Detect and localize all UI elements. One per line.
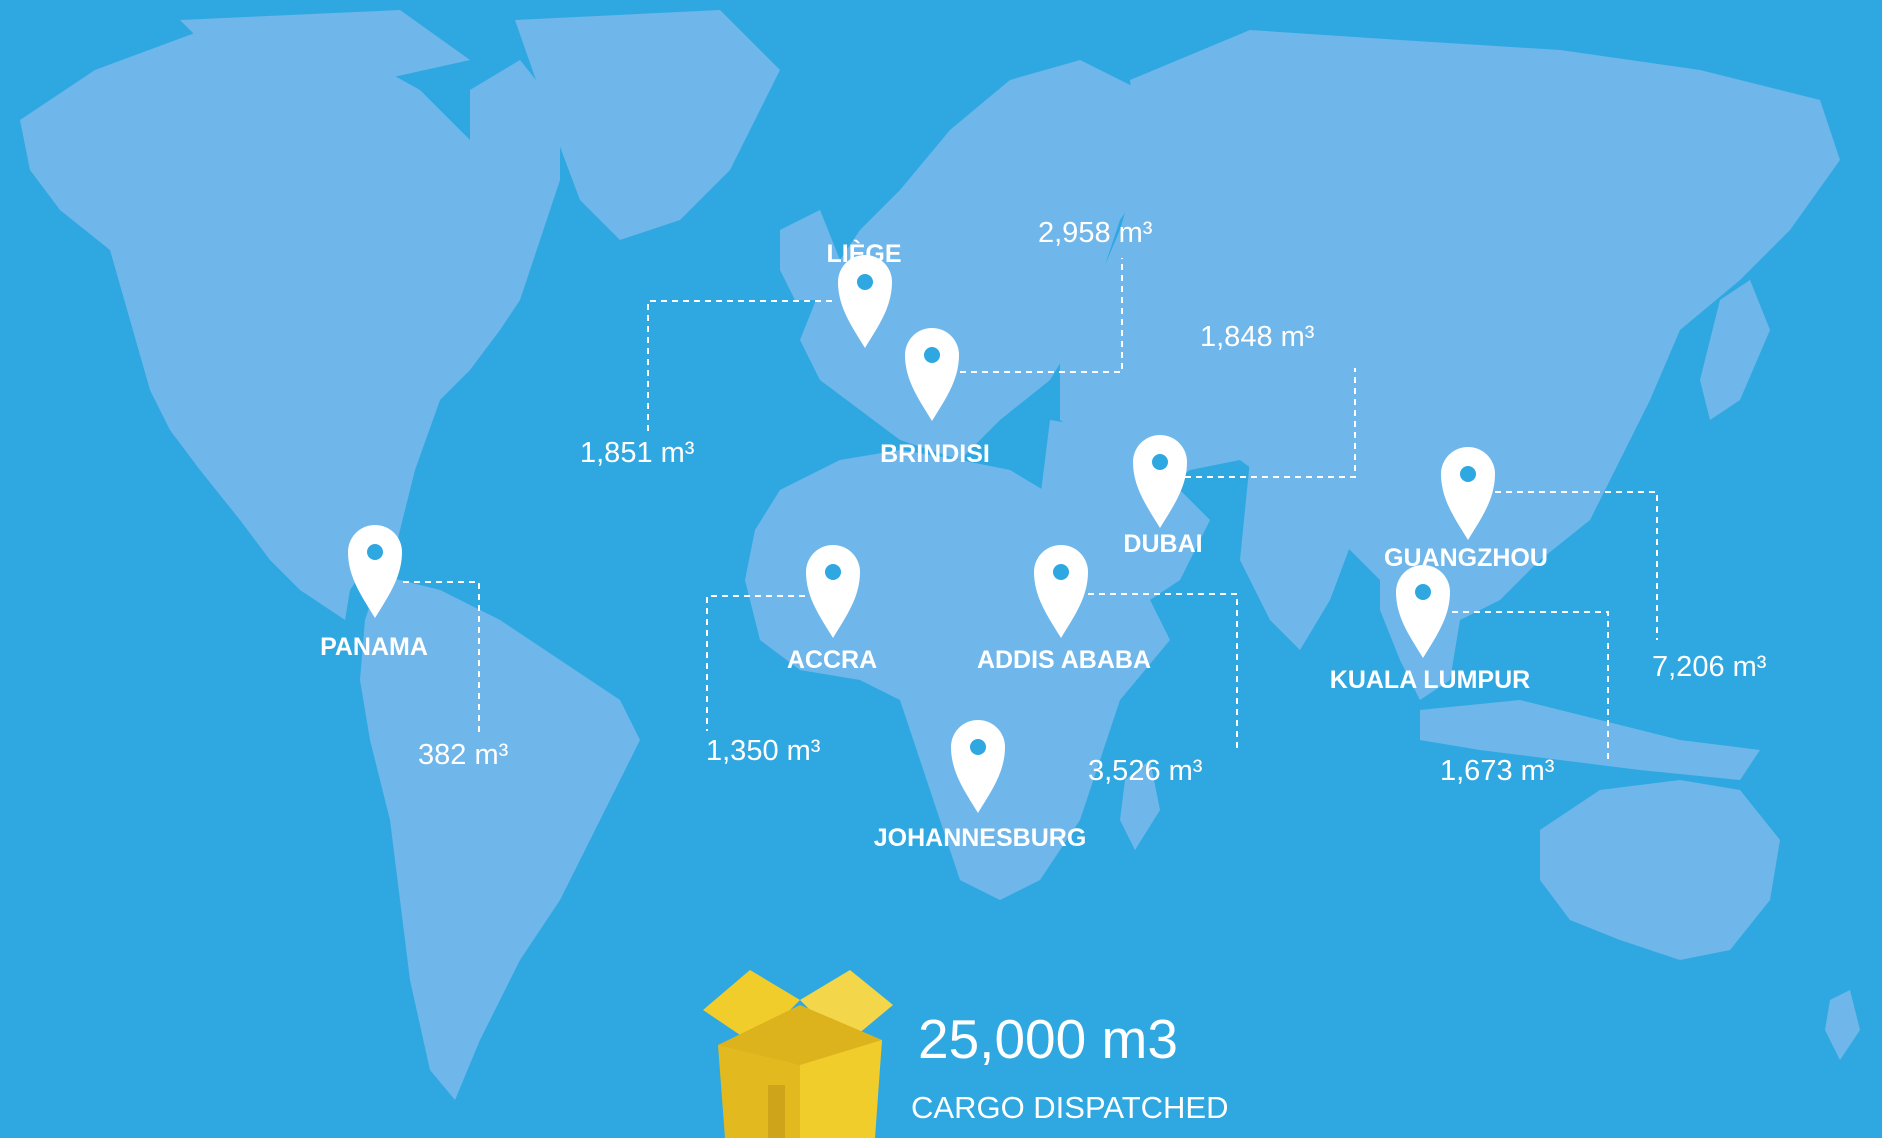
addis-ababa-connector: [1088, 593, 1238, 750]
box-left-flap: [703, 970, 800, 1045]
kuala-lumpur-volume: 1,673 m³: [1440, 755, 1555, 787]
kuala-lumpur-pin-dot: [1415, 584, 1431, 600]
liege-label: LIÈGE: [826, 239, 901, 268]
dubai-volume: 1,848 m³: [1200, 321, 1315, 353]
dubai-pin-dot: [1152, 454, 1168, 470]
kuala-lumpur-pin-body: [1396, 565, 1450, 658]
accra-label: ACCRA: [787, 646, 877, 674]
guangzhou-volume: 7,206 m³: [1652, 651, 1767, 683]
continent-north-america: [20, 20, 560, 620]
guangzhou-label: GUANGZHOU: [1384, 544, 1548, 572]
continent-asia: [1060, 30, 1840, 620]
accra-volume: 1,350 m³: [706, 735, 821, 767]
box-top-shadow: [718, 1005, 882, 1065]
brindisi-label: BRINDISI: [880, 440, 990, 468]
dubai-map-pin-icon[interactable]: [1133, 435, 1187, 528]
panama-connector: [403, 581, 480, 735]
panama-map-pin-icon[interactable]: [348, 525, 402, 618]
brindisi-pin-dot: [924, 347, 940, 363]
addis-ababa-volume: 3,526 m³: [1088, 755, 1203, 787]
accra-connector: [706, 595, 805, 731]
johannesburg-label: JOHANNESBURG: [874, 824, 1087, 852]
kuala-lumpur-connector: [1452, 611, 1609, 763]
continent-indonesia: [1420, 700, 1760, 780]
location-labels: LIÈGE 1,851 m³ BRINDISI 2,958 m³ DUBAI 1,848 …: [320, 217, 1767, 852]
continent-south-america: [360, 575, 640, 1100]
continent-madagascar: [1120, 760, 1160, 850]
continent-australia: [1540, 780, 1780, 960]
panama-pin-body: [348, 525, 402, 618]
box-front-right: [800, 1040, 882, 1138]
box-front-shadow: [768, 1085, 785, 1138]
liege-map-pin-icon[interactable]: [838, 255, 892, 348]
box-right-flap: [800, 970, 893, 1045]
kuala-lumpur-label: KUALA LUMPUR: [1330, 666, 1530, 694]
addis-ababa-pin-dot: [1053, 564, 1069, 580]
brindisi-map-pin-icon[interactable]: [905, 328, 959, 421]
continent-greenland: [515, 10, 780, 240]
addis-ababa-map-pin-icon[interactable]: [1034, 545, 1088, 638]
location-pins: [348, 255, 1495, 813]
dubai-connector: [1185, 368, 1356, 478]
panama-label: PANAMA: [320, 633, 428, 661]
kuala-lumpur-map-pin-icon[interactable]: [1396, 565, 1450, 658]
addis-ababa-pin-body: [1034, 545, 1088, 638]
continent-japan: [1700, 280, 1770, 420]
continent-india: [1240, 460, 1360, 650]
guangzhou-map-pin-icon[interactable]: [1441, 447, 1495, 540]
guangzhou-pin-dot: [1460, 466, 1476, 482]
liege-pin-dot: [857, 274, 873, 290]
continent-british-isles: [780, 210, 840, 300]
brindisi-volume: 2,958 m³: [1038, 217, 1153, 249]
johannesburg-map-pin-icon[interactable]: [951, 720, 1005, 813]
dubai-label: DUBAI: [1123, 530, 1202, 558]
panama-pin-dot: [367, 544, 383, 560]
continent-new-zealand: [1825, 990, 1860, 1060]
brindisi-pin-body: [905, 328, 959, 421]
dubai-pin-body: [1133, 435, 1187, 528]
johannesburg-pin-dot: [970, 739, 986, 755]
addis-ababa-label: ADDIS ABABA: [977, 646, 1151, 674]
panama-volume: 382 m³: [418, 739, 509, 771]
johannesburg-pin-body: [951, 720, 1005, 813]
continent-arctic-islands: [180, 10, 470, 80]
accra-pin-dot: [825, 564, 841, 580]
total-cargo-value: 25,000 m3: [918, 1008, 1178, 1070]
guangzhou-pin-body: [1441, 447, 1495, 540]
accra-pin-body: [806, 545, 860, 638]
liege-volume: 1,851 m³: [580, 437, 695, 469]
continent-europe: [800, 60, 1160, 460]
total-cargo-caption: CARGO DISPATCHED: [911, 1090, 1229, 1125]
accra-map-pin-icon[interactable]: [806, 545, 860, 638]
cardboard-box-icon: [703, 970, 893, 1138]
connector-lines: [403, 258, 1658, 763]
liege-pin-body: [838, 255, 892, 348]
